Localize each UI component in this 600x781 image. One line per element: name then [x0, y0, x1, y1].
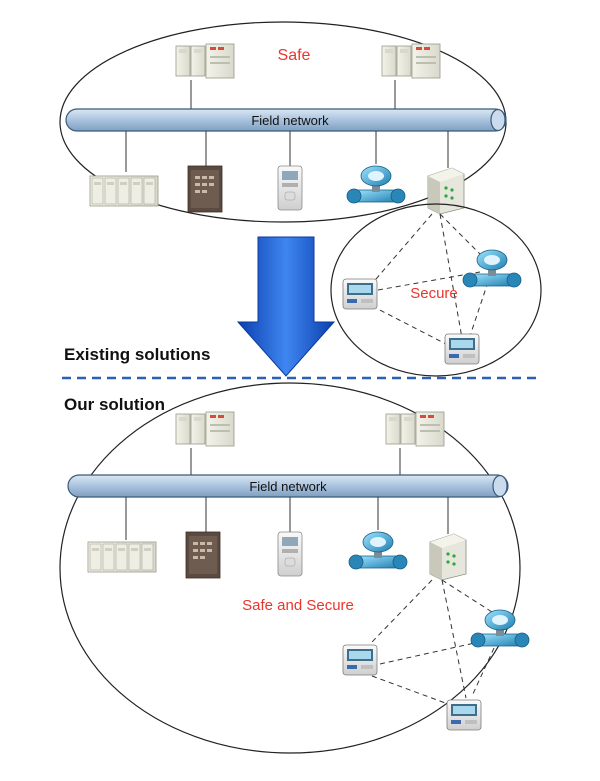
- field-network-label-bottom: Field network: [249, 479, 327, 494]
- io-module-rack-icon: [89, 175, 159, 207]
- field-network-label-top: Field network: [251, 113, 329, 128]
- io-module-rack-icon: [87, 541, 157, 573]
- controller-right-bottom: [385, 411, 445, 447]
- cabinet-device-icon: [185, 531, 221, 579]
- transmitter-display-icon: [342, 644, 378, 676]
- wireless-links-bottom: [371, 579, 495, 705]
- drive-device-icon: [277, 165, 303, 211]
- flowmeter-icon: [470, 609, 530, 648]
- existing-solutions-label: Existing solutions: [64, 345, 210, 364]
- wireless-gateway-icon: [429, 533, 467, 581]
- safe-and-secure-label: Safe and Secure: [242, 597, 354, 614]
- flowmeter-icon: [346, 165, 406, 204]
- drive-device-icon: [277, 531, 303, 577]
- field-network-bus-top: [65, 108, 507, 132]
- safe-label: Safe: [278, 47, 311, 64]
- cabinet-device-icon: [187, 165, 223, 213]
- transmitter-display-icon: [446, 699, 482, 731]
- down-arrow-icon: [236, 236, 336, 377]
- wireless-gateway-icon: [427, 167, 465, 215]
- secure-label: Secure: [410, 285, 458, 302]
- controller-left-bottom: [175, 411, 235, 447]
- flowmeter-icon: [462, 249, 522, 288]
- flowmeter-icon: [348, 531, 408, 570]
- field-network-bus-bottom: [67, 474, 509, 498]
- secure-zone-ellipse: [330, 203, 542, 377]
- transmitter-display-icon: [444, 333, 480, 365]
- safe-and-secure-zone-ellipse: [59, 382, 521, 754]
- our-solution-label: Our solution: [64, 395, 165, 414]
- controller-right-top: [381, 43, 441, 79]
- transmitter-display-icon: [342, 278, 378, 310]
- controller-left-top: [175, 43, 235, 79]
